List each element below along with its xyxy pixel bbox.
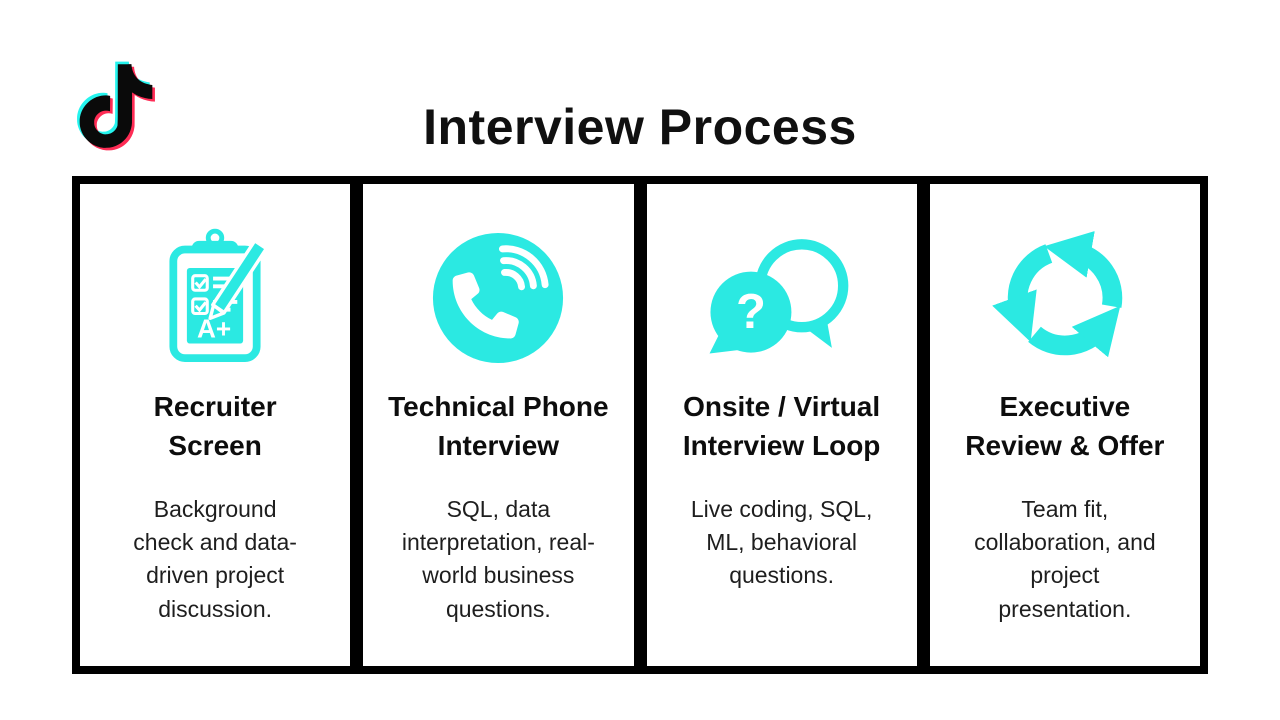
clipboard-checklist-icon: A+ — [169, 228, 269, 362]
card-description: Live coding, SQL, ML, behavioral questio… — [690, 496, 873, 589]
card-recruiter-screen: A+ Recruiter Screen Background check and… — [80, 184, 351, 666]
icon-wrap: ? — [702, 222, 862, 374]
clipboard-grade-text: A+ — [197, 314, 231, 344]
phone-call-icon — [433, 232, 564, 364]
card-description: Team fit, collaboration, and project pre… — [974, 496, 1156, 622]
card-technical-phone-interview: Technical Phone Interview SQL, data inte… — [363, 184, 634, 666]
process-steps-frame: A+ Recruiter Screen Background check and… — [72, 176, 1208, 674]
card-onsite-virtual-loop: ? Onsite / Virtual Interview Loop Live c… — [646, 184, 917, 666]
icon-wrap — [991, 222, 1139, 374]
cycle-arrows-icon — [992, 231, 1123, 358]
card-description: Background check and data- driven projec… — [133, 496, 297, 622]
tiktok-logo — [77, 61, 155, 151]
card-title: Technical Phone Interview — [388, 391, 609, 461]
question-mark-text: ? — [736, 285, 766, 339]
icon-wrap — [429, 222, 567, 374]
card-title: Onsite / Virtual Interview Loop — [682, 391, 881, 461]
card-executive-review-offer: Executive Review & Offer Team fit, colla… — [929, 184, 1200, 666]
question-chat-bubbles-icon: ? — [709, 239, 848, 354]
card-title: Recruiter Screen — [153, 391, 277, 461]
page-title: Interview Process — [423, 99, 857, 155]
icon-wrap: A+ — [152, 222, 278, 374]
card-description: SQL, data interpretation, real- world bu… — [401, 496, 595, 622]
card-title: Executive Review & Offer — [965, 391, 1165, 461]
